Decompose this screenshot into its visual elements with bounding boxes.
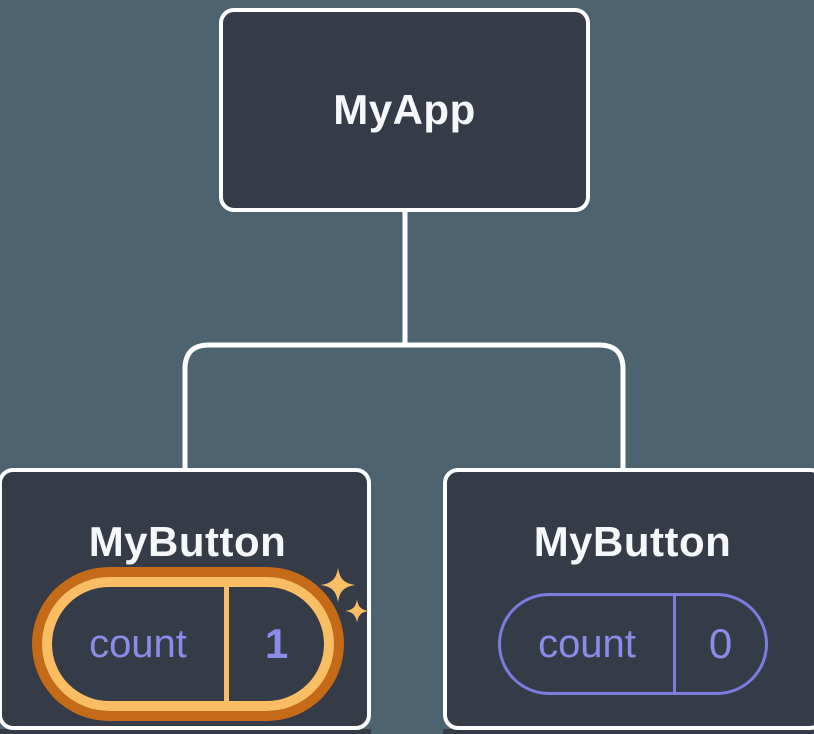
state-value: 1: [264, 620, 289, 667]
sparkle-small: [345, 599, 369, 623]
node-mybutton-2: MyButton count 0: [443, 468, 814, 730]
node-myapp: MyApp: [219, 8, 590, 212]
connector-branch-bracket: [182, 342, 626, 470]
cropped-box-bottom-right: [443, 729, 814, 734]
state-key-label: count: [538, 621, 636, 666]
state-value: 0: [708, 620, 733, 667]
node-myapp-label: MyApp: [333, 86, 476, 133]
node-mybutton-1: MyButton count 1: [0, 468, 371, 730]
pill-divider: [224, 587, 229, 701]
cropped-box-bottom-left: [0, 729, 371, 734]
state-pill: count 0: [498, 593, 768, 695]
state-key-label: count: [89, 621, 187, 666]
state-pill-highlighted: count 1: [42, 577, 334, 711]
sparkle-large: [320, 567, 356, 603]
node-mybutton-1-label: MyButton: [88, 518, 287, 565]
node-mybutton-2-label: MyButton: [533, 518, 732, 565]
pill-divider: [673, 596, 676, 692]
